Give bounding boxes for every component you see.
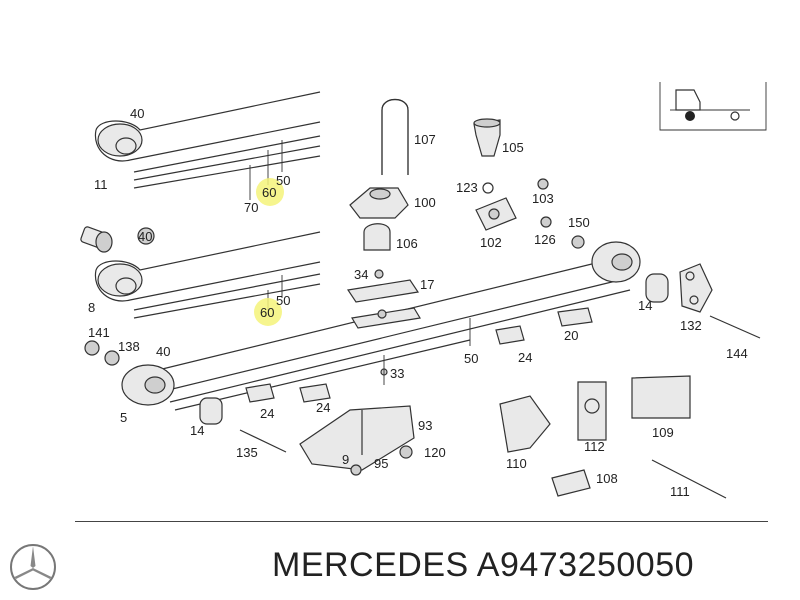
- leaf-spring-top: [94, 91, 321, 200]
- leaf-spring-middle: [80, 226, 321, 319]
- part-label: 17: [420, 277, 434, 292]
- part-label: 24: [316, 400, 330, 415]
- left-fasteners: [84, 340, 388, 453]
- shackle-assembly: [645, 263, 761, 339]
- part-label: 40: [130, 106, 144, 121]
- part-label: 138: [118, 339, 140, 354]
- part-label: 132: [680, 318, 702, 333]
- part-label: 40: [156, 344, 170, 359]
- part-label: 24: [518, 350, 532, 365]
- part-label: 9: [342, 452, 349, 467]
- part-label: 14: [638, 298, 652, 313]
- part-label: 144: [726, 346, 748, 361]
- part-label: 106: [396, 236, 418, 251]
- part-label: 93: [418, 418, 432, 433]
- part-label: 70: [244, 200, 258, 215]
- part-label: 24: [260, 406, 274, 421]
- front-bracket: [299, 405, 415, 476]
- mercedes-star-logo: [10, 544, 56, 590]
- part-label: 111: [670, 484, 690, 499]
- part-label: 112: [584, 439, 605, 454]
- part-label: 150: [568, 215, 590, 230]
- part-label: 11: [94, 177, 108, 192]
- part-label: 60: [262, 185, 276, 200]
- part-label: 20: [564, 328, 578, 343]
- part-label: 135: [236, 445, 258, 460]
- part-label: 123: [456, 180, 478, 195]
- bump-stop: [363, 223, 391, 251]
- part-label: 109: [652, 425, 674, 440]
- part-label: 141: [88, 325, 110, 340]
- bump-stop-105: [473, 118, 501, 157]
- truck-chassis-icon: [659, 82, 767, 131]
- highlight-60-top: [256, 178, 284, 206]
- part-label: 33: [390, 366, 404, 381]
- part-label: 107: [414, 132, 436, 147]
- footer-divider: [75, 521, 768, 522]
- part-label: 50: [464, 351, 478, 366]
- part-label: 60: [260, 305, 274, 320]
- part-label: 110: [506, 456, 527, 471]
- part-label: 50: [276, 173, 290, 188]
- part-label: 120: [424, 445, 446, 460]
- part-label: 95: [374, 456, 388, 471]
- part-label: 5: [120, 410, 127, 425]
- highlight-60-middle: [254, 298, 282, 326]
- part-label: 102: [480, 235, 502, 250]
- part-label: 50: [276, 293, 290, 308]
- part-number-title: MERCEDES A9473250050: [272, 546, 695, 584]
- u-bolt: [381, 98, 409, 175]
- small-fasteners: [475, 178, 585, 249]
- part-label: 40: [138, 229, 152, 244]
- part-label: 103: [532, 191, 554, 206]
- part-label: 34: [354, 267, 368, 282]
- part-label: 14: [190, 423, 204, 438]
- pads: [245, 269, 593, 403]
- part-label: 100: [414, 195, 436, 210]
- bump-stop-bracket: [349, 187, 409, 219]
- part-label: 8: [88, 300, 95, 315]
- leaf-spring-main: [121, 241, 641, 411]
- part-label: 126: [534, 232, 556, 247]
- part-label: 105: [502, 140, 524, 155]
- part-labels: 40 11 50 70 60 40 8 50 60 107 100 106 10…: [88, 106, 748, 499]
- part-label: 108: [596, 471, 618, 486]
- rear-brackets: [499, 375, 727, 499]
